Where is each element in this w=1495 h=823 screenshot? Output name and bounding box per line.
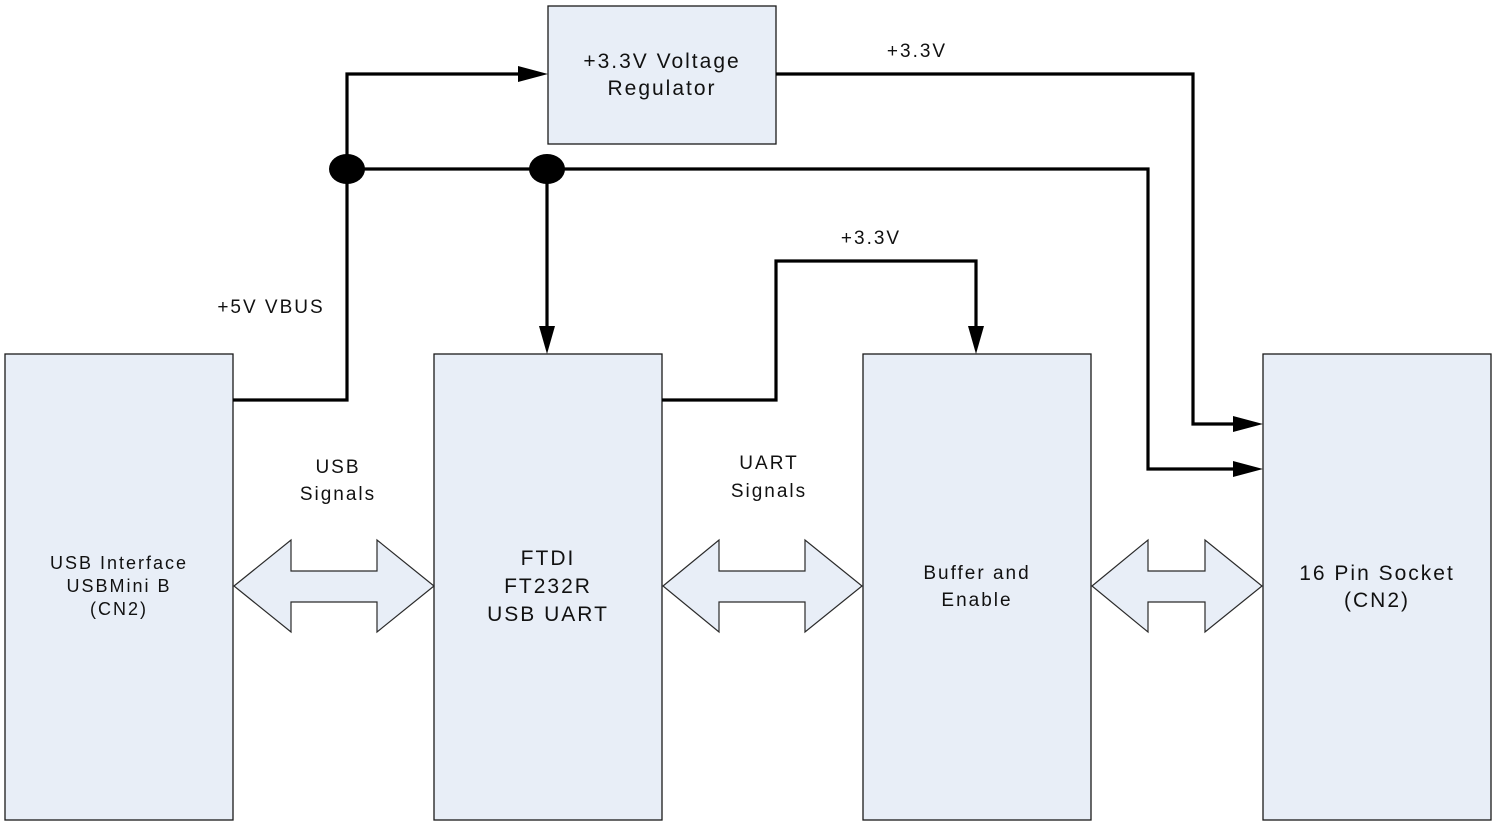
uart-signals-bus-arrow xyxy=(662,538,863,634)
ftdi-label-line2: FT232R xyxy=(504,575,592,598)
socket-label-line2: (CN2) xyxy=(1344,589,1410,612)
usb-interface-label-line1: USB Interface xyxy=(50,553,188,573)
socket-vbus-arrow xyxy=(1233,461,1263,477)
ftdi-vbus-arrow xyxy=(539,326,555,354)
usb-interface-label-line2: USBMini B xyxy=(66,576,171,596)
junction-dot xyxy=(329,154,365,184)
socket-3v3-arrow xyxy=(1233,416,1263,432)
regulator-to-socket-wire xyxy=(776,72,1243,426)
usb-interface-label-line3: (CN2) xyxy=(90,599,148,619)
ftdi-block xyxy=(433,353,663,821)
usb-signals-label-line1: USB xyxy=(315,457,360,478)
vbus-to-regulator-wire xyxy=(233,72,528,402)
pin-socket-block xyxy=(1262,353,1492,821)
buffer-label-line1: Buffer and xyxy=(923,563,1030,584)
ftdi-label-line1: FTDI xyxy=(521,547,576,570)
buffer-supply-arrow xyxy=(968,326,984,354)
buffer-supply-net-label: +3.3V xyxy=(841,228,901,249)
regulator-label-line2: Regulator xyxy=(607,77,716,100)
usb-signals-label-line2: Signals xyxy=(300,484,376,505)
regulator-label-line1: +3.3V Voltage xyxy=(583,50,740,73)
buffer-label-line2: Enable xyxy=(941,590,1012,611)
usb-interface-block xyxy=(4,353,234,821)
uart-signals-label-line1: UART xyxy=(739,453,798,474)
vbus-net-label: +5V VBUS xyxy=(217,297,324,318)
uart-signals-label-line2: Signals xyxy=(731,481,807,502)
buffer-enable-block xyxy=(862,353,1092,821)
ftdi-to-buffer-wire xyxy=(662,259,978,402)
socket-label-line1: 16 Pin Socket xyxy=(1299,562,1455,585)
usb-signals-bus-arrow xyxy=(233,538,435,634)
vbus-to-socket-wire xyxy=(347,167,1243,471)
voltage-regulator-block xyxy=(547,5,777,145)
ftdi-label-line3: USB UART xyxy=(487,603,609,626)
regulator-out-net-label: +3.3V xyxy=(887,41,947,62)
regulator-input-arrow xyxy=(518,66,548,82)
buffer-socket-bus-arrow xyxy=(1091,538,1263,634)
junction-dot xyxy=(529,154,565,184)
